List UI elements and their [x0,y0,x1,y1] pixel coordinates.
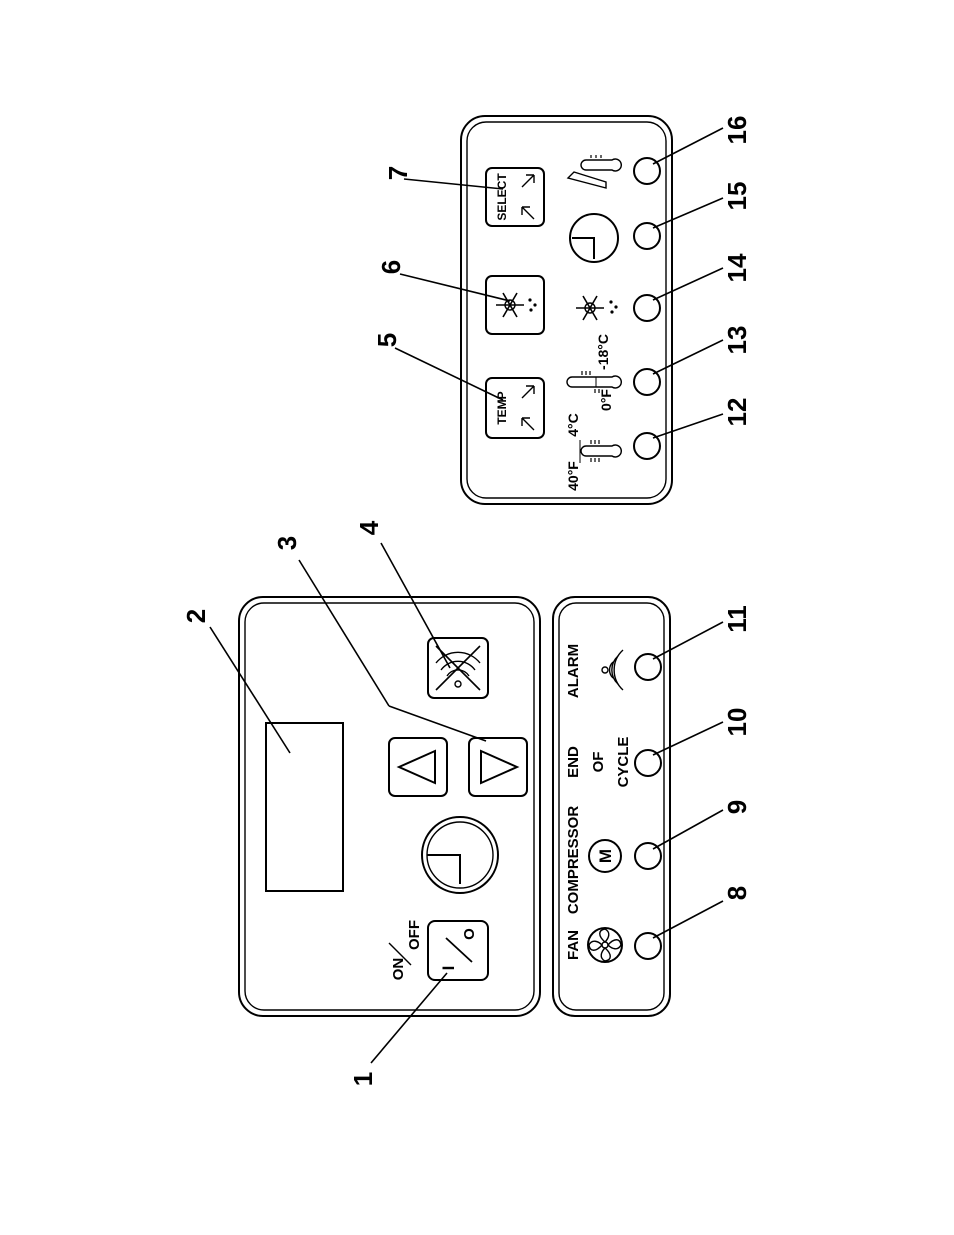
power-on-symbol: I [439,966,458,971]
temp-0f-label: 0°F [598,389,614,411]
fan-indicator-light [635,933,661,959]
power-switch-button[interactable]: I O [428,921,488,980]
indicator-panel: FAN COMPRESSOR END OF CYCLE ALARM M [553,597,670,1016]
alarm-mute-icon [436,646,480,690]
snowflake-icon [496,293,524,317]
probe-icon [568,155,621,188]
display-window [266,723,343,891]
of-label: OF [590,752,607,773]
mode-panel: TEMP SELECT [461,116,672,504]
callout-11: 11 [722,605,752,633]
select-button-label: SELECT [495,173,509,221]
callout-10: 10 [722,708,752,737]
end-label: END [565,746,582,778]
clock-button[interactable] [422,817,498,893]
compressor-label: COMPRESSOR [565,806,582,915]
fan-label: FAN [565,930,582,960]
fan-icon [588,928,622,962]
callout-6: 6 [376,260,406,274]
right-arrow-button[interactable] [469,738,527,796]
power-off-symbol: O [461,928,478,940]
callout-9: 9 [722,800,752,814]
thermometer-icon [580,440,621,463]
callout-8: 8 [722,886,752,900]
temp-40f-label: 40°F [565,461,581,491]
callout-2: 2 [181,609,211,623]
alarm-mute-button[interactable] [428,638,488,698]
alarm-indicator-light [635,654,661,680]
snowflake-icon [576,296,604,320]
callout-7: 7 [383,166,413,180]
callout-12: 12 [722,398,752,427]
right-arrow-icon [481,751,517,783]
up-down-arrows-icon [522,386,534,430]
alarm-sound-icon [602,650,623,690]
left-arrow-button[interactable] [389,738,447,796]
left-arrow-icon [399,751,435,783]
main-control-panel: I O ON OFF [239,597,540,1016]
on-label: ON [390,958,407,981]
callout-13: 13 [722,326,752,355]
callout-3: 3 [272,536,302,550]
callout-5: 5 [372,333,402,347]
temp-4c-label: 4°C [565,413,581,437]
clock-icon [570,214,618,262]
motor-icon: M [589,840,621,872]
alarm-label: ALARM [565,644,582,698]
on-off-label: ON OFF [389,920,423,980]
off-label: OFF [406,920,423,950]
temp-minus18c-label: -18°C [595,334,611,370]
temp-button[interactable]: TEMP [486,378,544,438]
up-down-arrows-icon [522,175,534,219]
compressor-symbol: M [596,849,615,863]
defrost-button[interactable] [486,276,544,334]
callout-15: 15 [722,182,752,211]
callout-1: 1 [348,1072,378,1086]
power-toggle-icon [446,938,472,962]
callout-14: 14 [722,253,752,282]
callout-16: 16 [722,116,752,145]
select-button[interactable]: SELECT [486,168,544,226]
callout-4: 4 [354,520,384,535]
cycle-label: CYCLE [615,737,632,788]
